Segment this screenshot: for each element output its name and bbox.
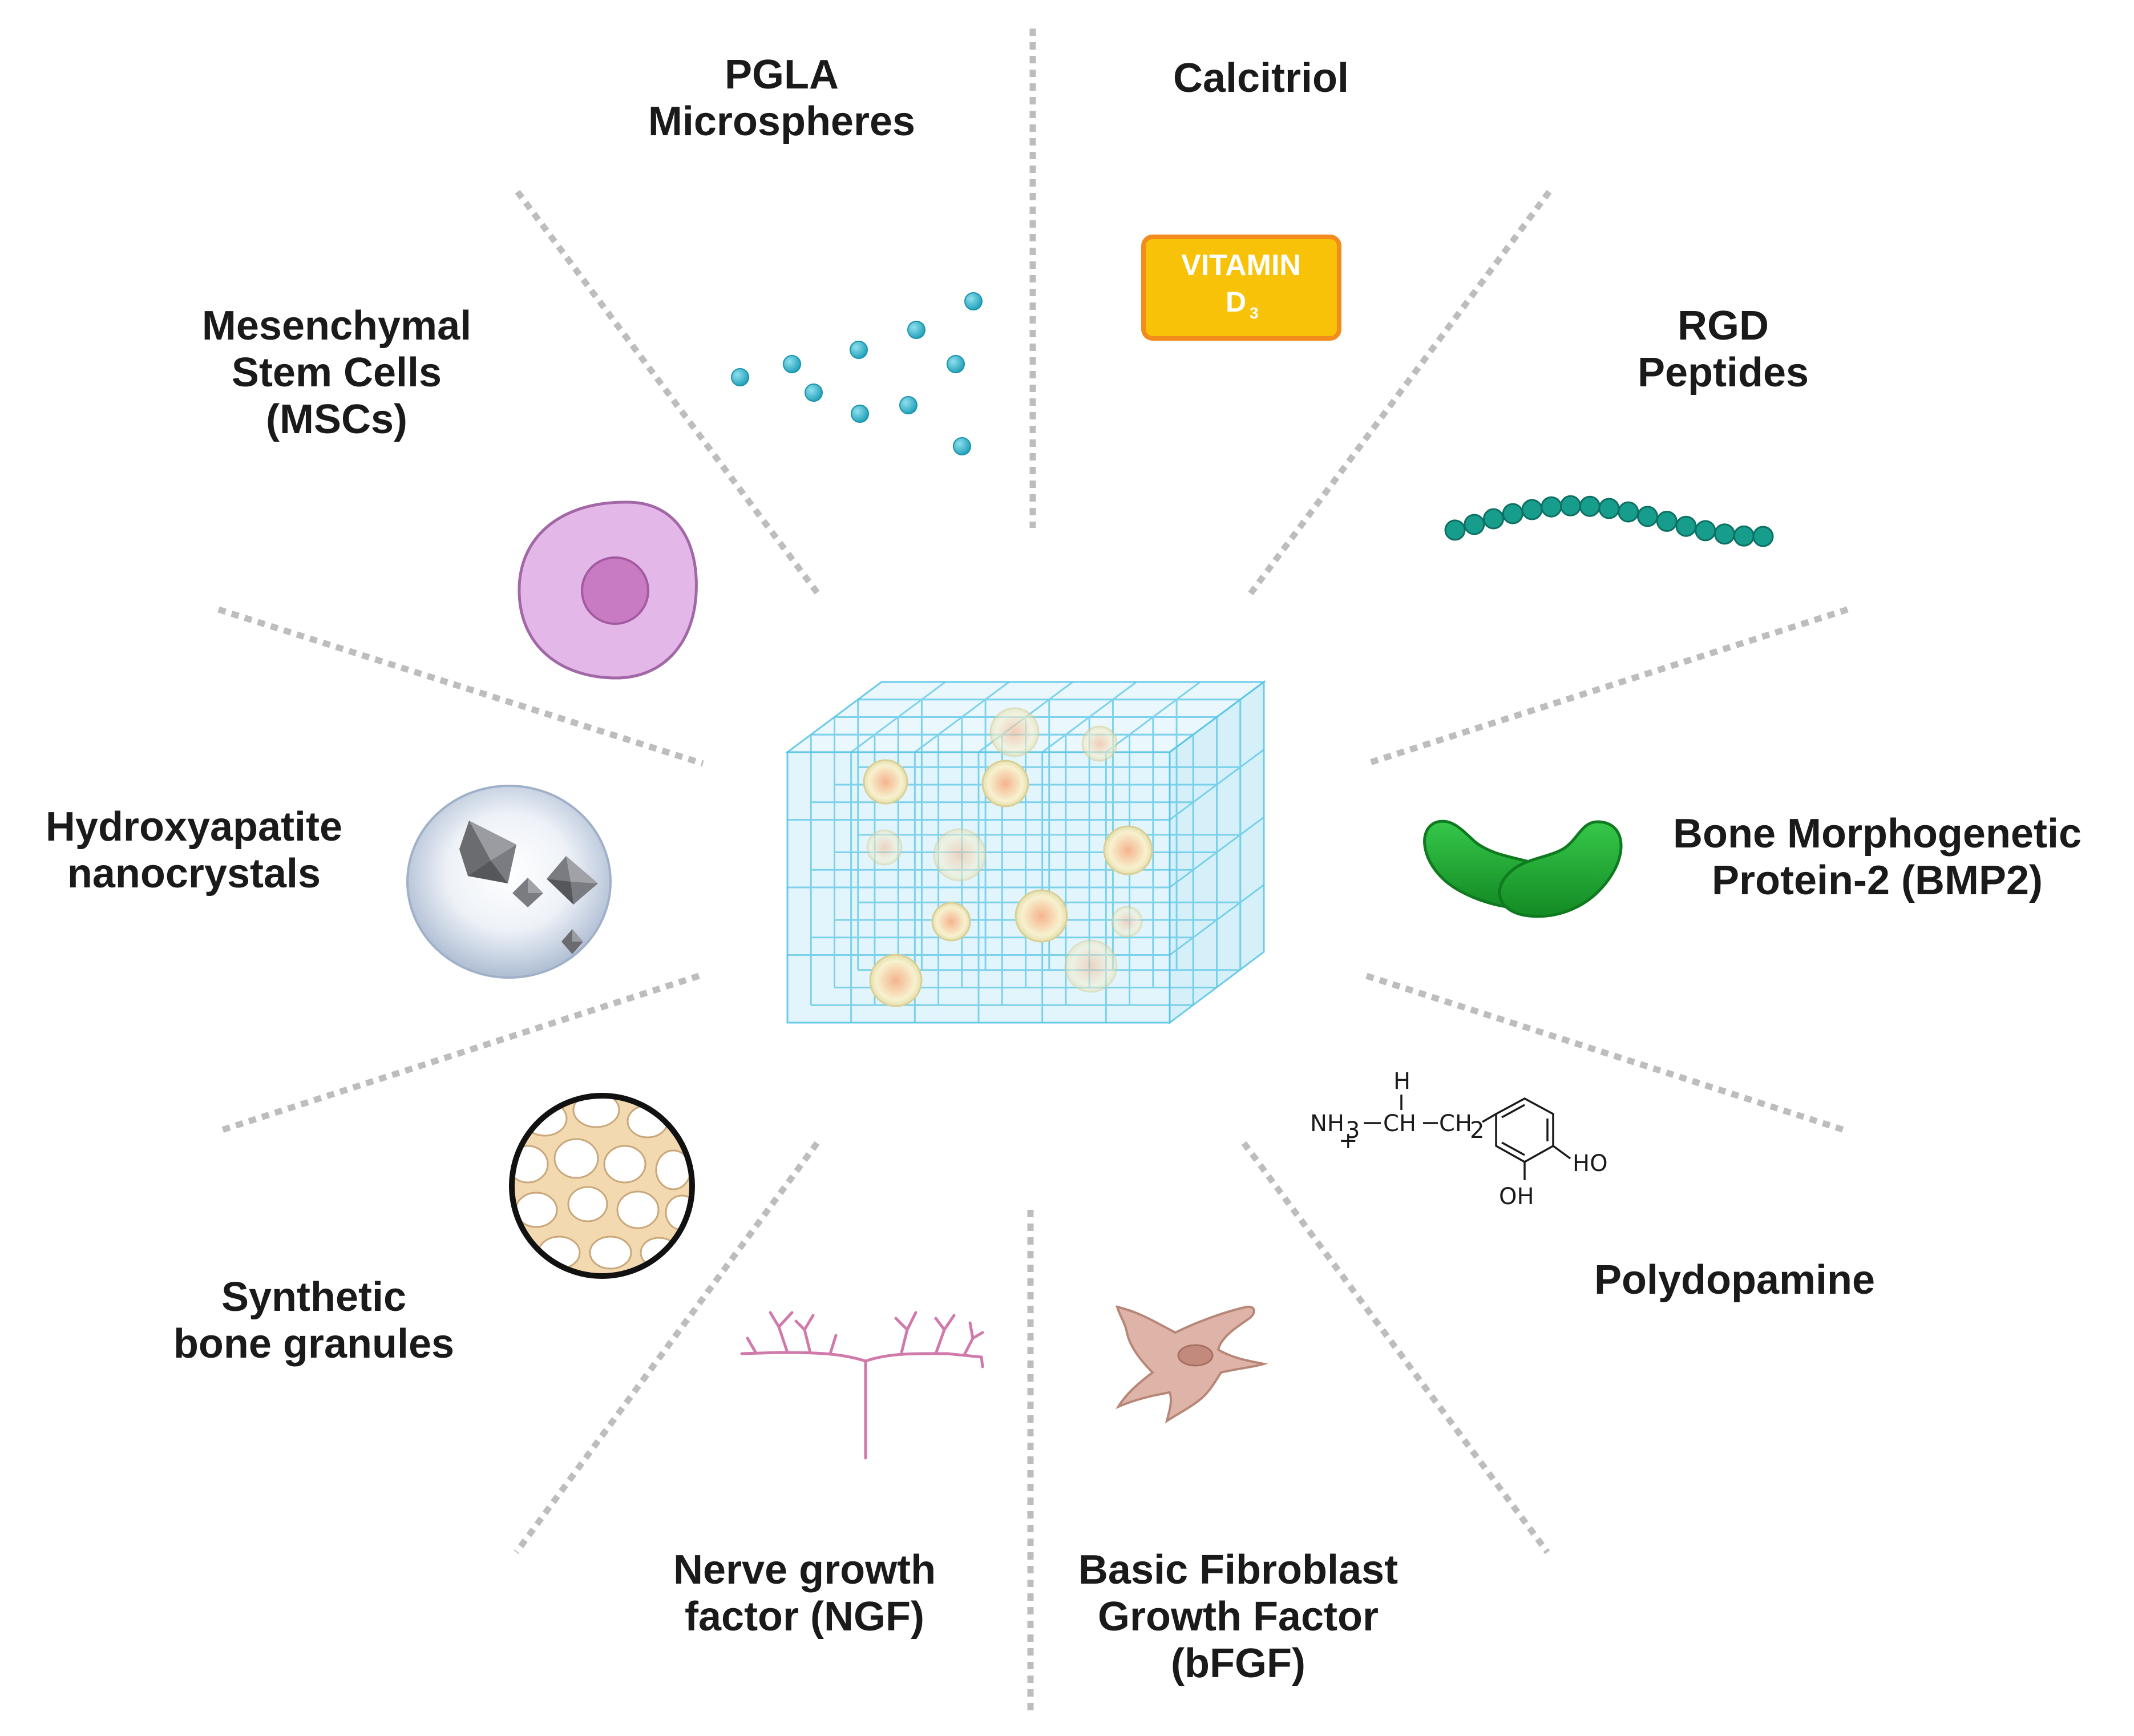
peptide-bead — [1541, 496, 1562, 518]
crystal-tiny — [561, 929, 583, 954]
vitamin-subscript: 3 — [1250, 304, 1259, 322]
divider-upper-right — [1365, 606, 1849, 767]
bone-granule-icon — [509, 1093, 695, 1279]
formula-ch2-sub: 2 — [1470, 1117, 1484, 1144]
cell — [931, 902, 971, 942]
divider-upper-left — [217, 606, 704, 767]
cell — [1103, 825, 1153, 875]
vitamin-label: VITAMIN — [1181, 249, 1301, 282]
formula-ch: CH — [1383, 1111, 1416, 1137]
peptide-bead — [1521, 499, 1543, 520]
formula-plus: + — [1339, 1128, 1358, 1154]
label-calcitriol: Calcitriol — [1173, 55, 1349, 101]
peptide-bead — [1598, 498, 1620, 519]
cell — [869, 954, 923, 1007]
encapsulated-cells — [863, 707, 1153, 1007]
formula-nh: NH — [1310, 1111, 1344, 1137]
label-polydopamine: Polydopamine — [1594, 1257, 1876, 1303]
bmp2-protein-icon — [1423, 819, 1623, 918]
formula-oh: OH — [1499, 1184, 1534, 1210]
dopamine-structure-icon: NH 3 + H CH CH 2 HO OH — [1310, 1068, 1608, 1210]
peptide-bead — [1618, 501, 1639, 523]
cell — [863, 759, 908, 805]
peptide-bead — [1579, 495, 1600, 517]
cell — [981, 760, 1029, 808]
cell — [933, 828, 987, 882]
crystal-medium — [547, 856, 598, 905]
peptide-chain-icon — [1444, 495, 1774, 547]
divider-lines — [217, 29, 1849, 1717]
formula-nh-sub: 3 — [1345, 1117, 1360, 1144]
divider-top-right — [1246, 189, 1552, 599]
cell — [866, 829, 903, 866]
divider-lower-left — [217, 972, 700, 1135]
peptide-bead — [1502, 503, 1523, 524]
neuron-icon — [740, 1311, 984, 1460]
stem-cell-icon — [518, 500, 698, 680]
peptide-bead — [1444, 519, 1466, 541]
divider-bottom-right — [1241, 1141, 1550, 1555]
peptide-bead — [1714, 523, 1735, 545]
divider-lower-right — [1365, 972, 1849, 1135]
formula-ch2: CH — [1439, 1111, 1472, 1137]
crystal-large — [459, 821, 516, 883]
formula-ho: HO — [1573, 1150, 1608, 1177]
peptide-bead — [1733, 525, 1755, 547]
peptide-bead — [1560, 495, 1581, 516]
hydrogel-scaffold-icon — [785, 680, 1267, 1025]
crystal-small — [512, 878, 543, 907]
formula-h: H — [1393, 1068, 1410, 1095]
peptide-bead — [1695, 520, 1716, 542]
nanocrystal-icon — [406, 785, 612, 979]
vitamin-d-label: D — [1226, 286, 1246, 318]
peptide-bead — [1464, 514, 1485, 535]
cell — [1064, 939, 1118, 993]
cell — [1081, 725, 1118, 762]
divider-top-left — [515, 189, 823, 599]
peptide-bead — [1483, 508, 1504, 530]
peptide-bead — [1656, 511, 1678, 532]
fibroblast-icon — [1116, 1305, 1268, 1424]
vitamin-d3-icon: VITAMIN D 3 — [1141, 235, 1341, 341]
cell — [1015, 889, 1068, 943]
cell — [1111, 906, 1143, 938]
microsphere-icon — [731, 292, 983, 455]
peptide-bead — [1637, 506, 1658, 527]
cell — [989, 707, 1040, 757]
peptide-bead — [1752, 526, 1774, 547]
peptide-bead — [1675, 515, 1697, 537]
divider-bottom-left — [514, 1141, 820, 1555]
